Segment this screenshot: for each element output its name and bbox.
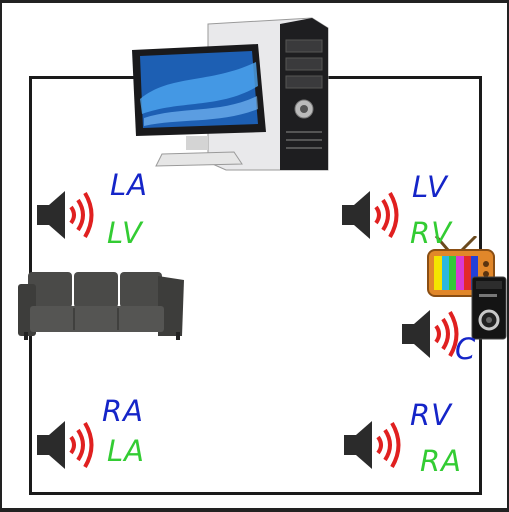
speaker-rear-right-secondary-label: RA — [420, 444, 462, 478]
speaker-rear-left-primary-label: RA — [102, 394, 144, 428]
speaker-rear-left-icon — [37, 421, 94, 469]
speaker-rear-right-icon — [344, 421, 401, 469]
speaker-rear-right-primary-label: RV — [410, 398, 452, 432]
speaker-rear-left-secondary-label: LA — [107, 434, 145, 468]
top-border — [0, 0, 509, 3]
speaker-center-primary-label: C — [455, 332, 477, 366]
speaker-front-left-secondary-label: LV — [107, 216, 143, 250]
speaker-front-right-icon — [342, 191, 399, 239]
computer-monitor — [132, 44, 266, 167]
speaker-front-right-primary-label: LV — [412, 170, 448, 204]
media-player-icon — [471, 276, 507, 340]
speaker-front-left-primary-label: LA — [110, 168, 148, 202]
bottom-border — [0, 508, 509, 512]
speaker-front-right-secondary-label: RV — [410, 216, 452, 250]
speaker-front-left-icon — [37, 191, 94, 239]
tv-icon — [427, 236, 495, 297]
right-border — [507, 0, 509, 512]
sofa-icon — [18, 272, 184, 340]
speaker-center-icon — [402, 310, 459, 358]
computer-icon — [132, 17, 329, 171]
left-border — [0, 0, 2, 512]
